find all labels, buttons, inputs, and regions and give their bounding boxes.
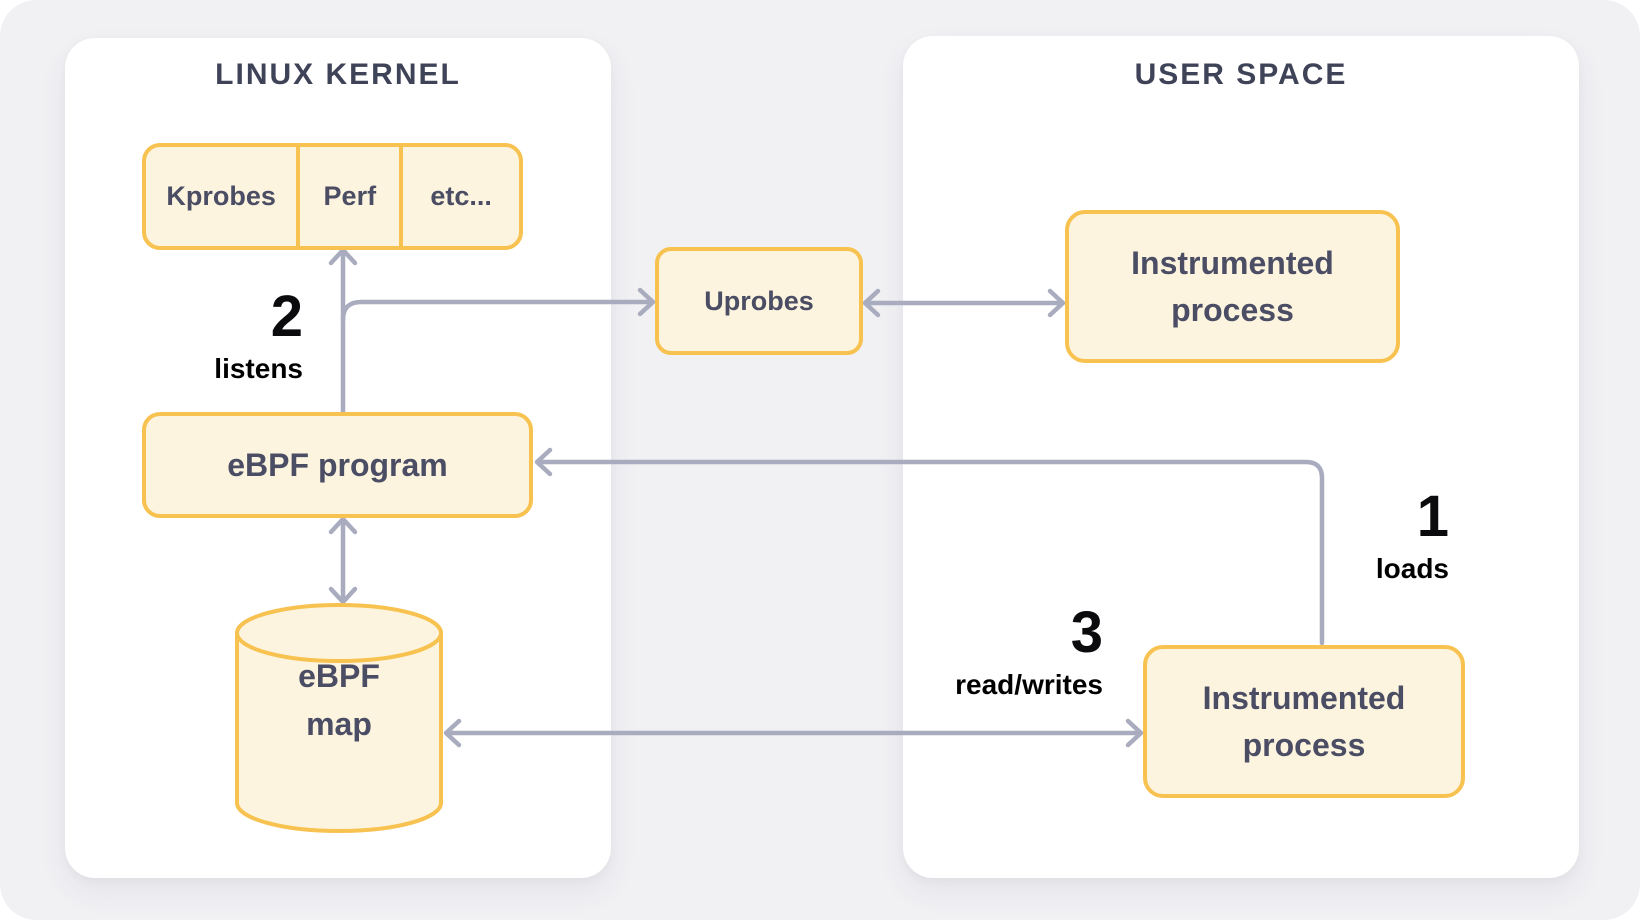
perf-cell: Perf — [296, 147, 399, 246]
user-space-title: USER SPACE — [1134, 58, 1348, 91]
ebpf-map-label-line2: map — [306, 706, 372, 742]
annotation-read-writes-number: 3 — [1070, 600, 1103, 665]
probes-strip: Kprobes Perf etc... — [142, 143, 523, 250]
kprobes-cell: Kprobes — [166, 181, 276, 211]
ebpf-map-label-line1: eBPF — [298, 658, 380, 694]
annotation-listens-number: 2 — [270, 284, 303, 349]
arrow-program-to-uprobes — [340, 287, 656, 323]
arrow-program-map — [328, 516, 358, 605]
instrumented-process-top-node: Instrumented process — [1065, 210, 1400, 363]
ebpf-map-cylinder — [235, 603, 443, 833]
ebpf-program-node: eBPF program — [142, 412, 533, 518]
arrow-program-to-probes — [328, 247, 358, 415]
ebpf-map-label: eBPF map — [235, 652, 443, 748]
instrumented-process-bottom-node: Instrumented process — [1143, 645, 1465, 798]
annotation-loads-label: loads — [1375, 553, 1449, 584]
etc-cell: etc... — [399, 147, 519, 246]
arrow-loads — [534, 447, 1325, 646]
annotation-loads-number: 1 — [1416, 484, 1449, 549]
linux-kernel-title: LINUX KERNEL — [215, 58, 461, 91]
uprobes-node: Uprobes — [655, 247, 863, 355]
annotation-listens: 2 listens — [120, 288, 303, 383]
annotation-listens-label: listens — [214, 353, 303, 384]
annotation-read-writes: 3 read/writes — [870, 604, 1103, 699]
arrow-uprobes-instrumented — [862, 288, 1066, 318]
annotation-loads: 1 loads — [1270, 488, 1449, 583]
arrow-read-writes — [443, 718, 1144, 748]
annotation-read-writes-label: read/writes — [955, 669, 1103, 700]
